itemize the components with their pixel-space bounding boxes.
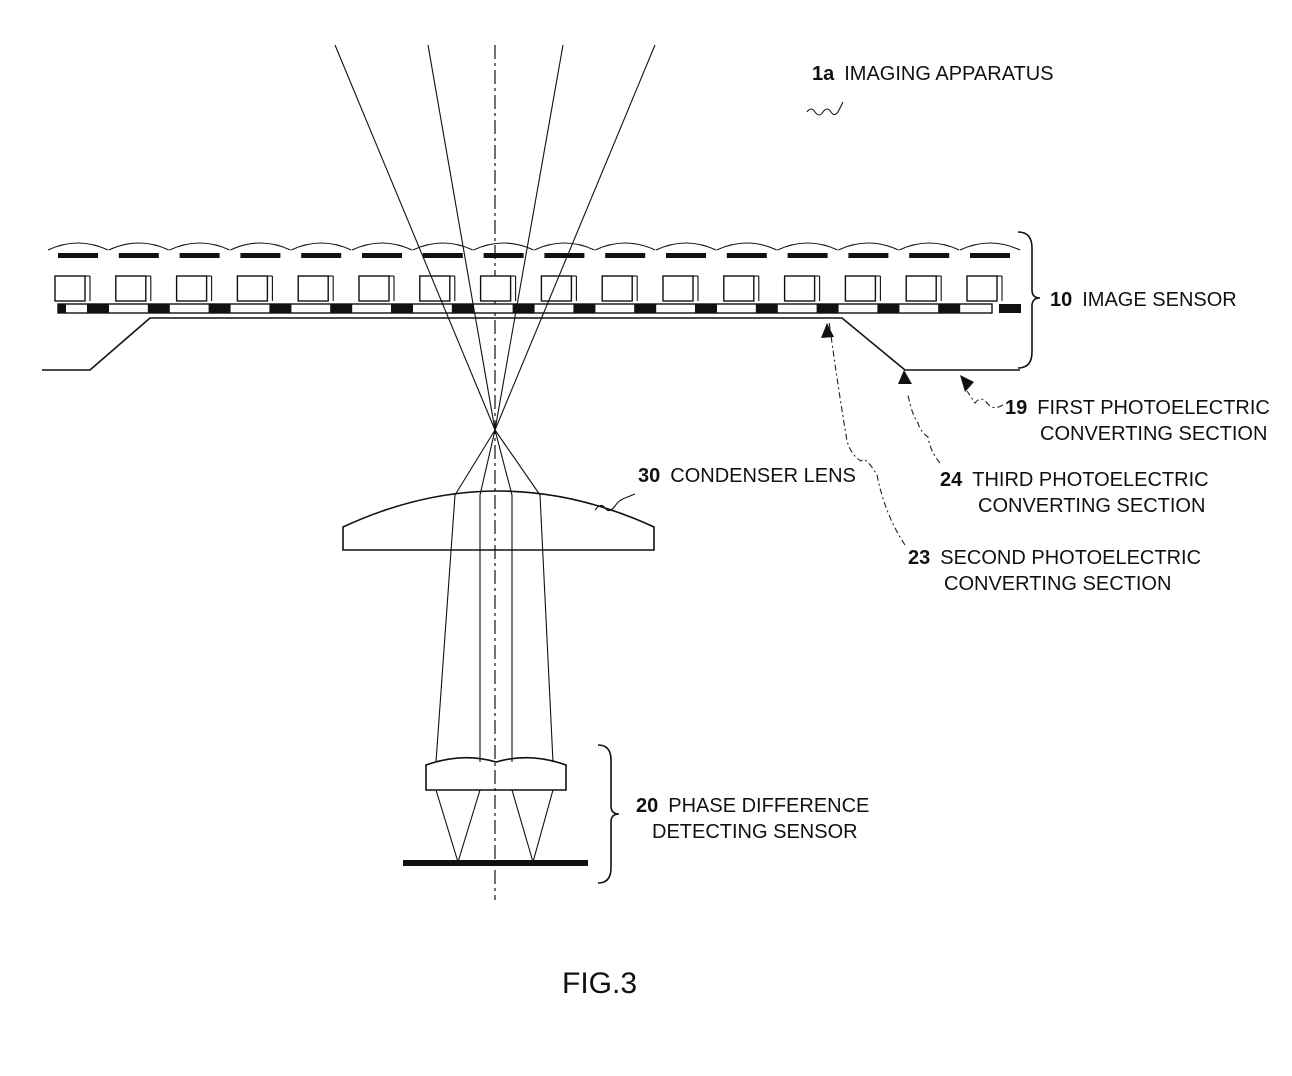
pixel-row [54,275,1003,302]
pixel-cell [358,275,390,302]
microlens [473,242,534,251]
phase-detector-plate [403,860,588,866]
pixel-cell [905,275,937,302]
color-filter [787,253,828,258]
phase-sensor-label: 20 PHASE DIFFERENCE [636,795,869,817]
color-filter [970,253,1010,258]
substrate-outline [42,317,1020,371]
microlens [777,242,838,251]
figure-caption: FIG.3 [562,967,637,1000]
pixel-cell [662,275,694,302]
color-filter [909,253,950,258]
pixel-cell [236,275,269,302]
image-sensor-label: 10 IMAGE SENSOR [1050,289,1237,311]
third-pe-arrowhead [898,370,912,384]
first-pe-label: 19 FIRST PHOTOELECTRIC [1005,397,1270,419]
pixel-cell [723,275,755,302]
color-filter [179,253,220,258]
apparatus-leader [806,101,844,116]
pixel-cell [540,275,573,302]
photodiode-block [87,304,109,313]
color-filter [666,253,706,258]
microlens [655,242,717,251]
light-rays [334,44,656,863]
image-sensor-bracket [1017,231,1041,369]
photodiode-block [451,304,474,313]
color-filter [301,253,342,258]
color-filter [362,253,402,258]
second-pe-label: 23 SECOND PHOTOELECTRIC [908,547,1201,569]
microlens [594,242,656,251]
pixel-cell [601,275,633,302]
photodiode-block [816,304,839,313]
first-pe-label-line2: CONVERTING SECTION [1040,423,1267,445]
first-pe-leader [966,390,1004,409]
microlens [290,242,352,251]
color-filter [240,253,281,258]
color-filter [726,253,767,258]
pixel-cell [297,275,329,302]
microlens [959,242,1021,251]
microlens [534,242,595,251]
photodiode-block [938,304,961,313]
photodiode-block [330,304,353,313]
second-pe-label-line2: CONVERTING SECTION [944,573,1171,595]
condenser-label: 30 CONDENSER LENS [638,465,856,487]
separator-lens [425,756,567,791]
color-filter [544,253,585,258]
microlens [230,242,291,251]
photodiode-block [208,304,231,313]
microlens [47,242,109,251]
pixel-cell [966,275,998,302]
photodiode-block [58,304,66,313]
photodiode-block [269,304,292,313]
microlens [412,242,474,251]
photodiode-block [877,304,900,313]
apparatus-label: 1a IMAGING APPARATUS [812,63,1054,85]
pixel-cell [844,275,877,302]
color-filter [605,253,646,258]
condenser-leader [594,493,636,512]
color-filter [483,253,524,258]
microlens [169,242,230,251]
microlens [351,242,413,251]
pixel-cell [54,275,86,302]
photodiode-block [512,304,535,313]
photodiode-block [147,304,170,313]
photoelectric-strip [57,303,1021,314]
photodiode-block [634,304,657,313]
color-filter [58,253,98,258]
color-filter [422,253,463,258]
microlens [838,242,899,251]
color-filter [118,253,159,258]
color-filter-row [58,253,1010,258]
pixel-cell [419,275,451,302]
phase-sensor-bracket [597,744,620,884]
photodiode-block [573,304,596,313]
photodiode-block [999,304,1021,313]
third-pe-label-line2: CONVERTING SECTION [978,495,1205,517]
first-pe-arrowhead [960,375,974,392]
microlens [898,242,960,251]
microlens [108,242,170,251]
pixel-cell [175,275,208,302]
photodiode-block [391,304,413,313]
pixel-cell [783,275,816,302]
microlens [716,242,778,251]
second-pe-arrowhead [821,323,834,338]
second-pe-leader [828,320,906,546]
pixel-cell [479,275,512,302]
pixel-cell [115,275,147,302]
color-filter [848,253,889,258]
photodiode-block [695,304,717,313]
condenser-lens [342,490,655,551]
third-pe-leader [907,394,941,464]
third-pe-label: 24 THIRD PHOTOELECTRIC [940,469,1209,491]
phase-sensor-label-line2: DETECTING SENSOR [652,821,858,843]
photodiode-block [755,304,778,313]
microlens-array [47,242,1021,251]
